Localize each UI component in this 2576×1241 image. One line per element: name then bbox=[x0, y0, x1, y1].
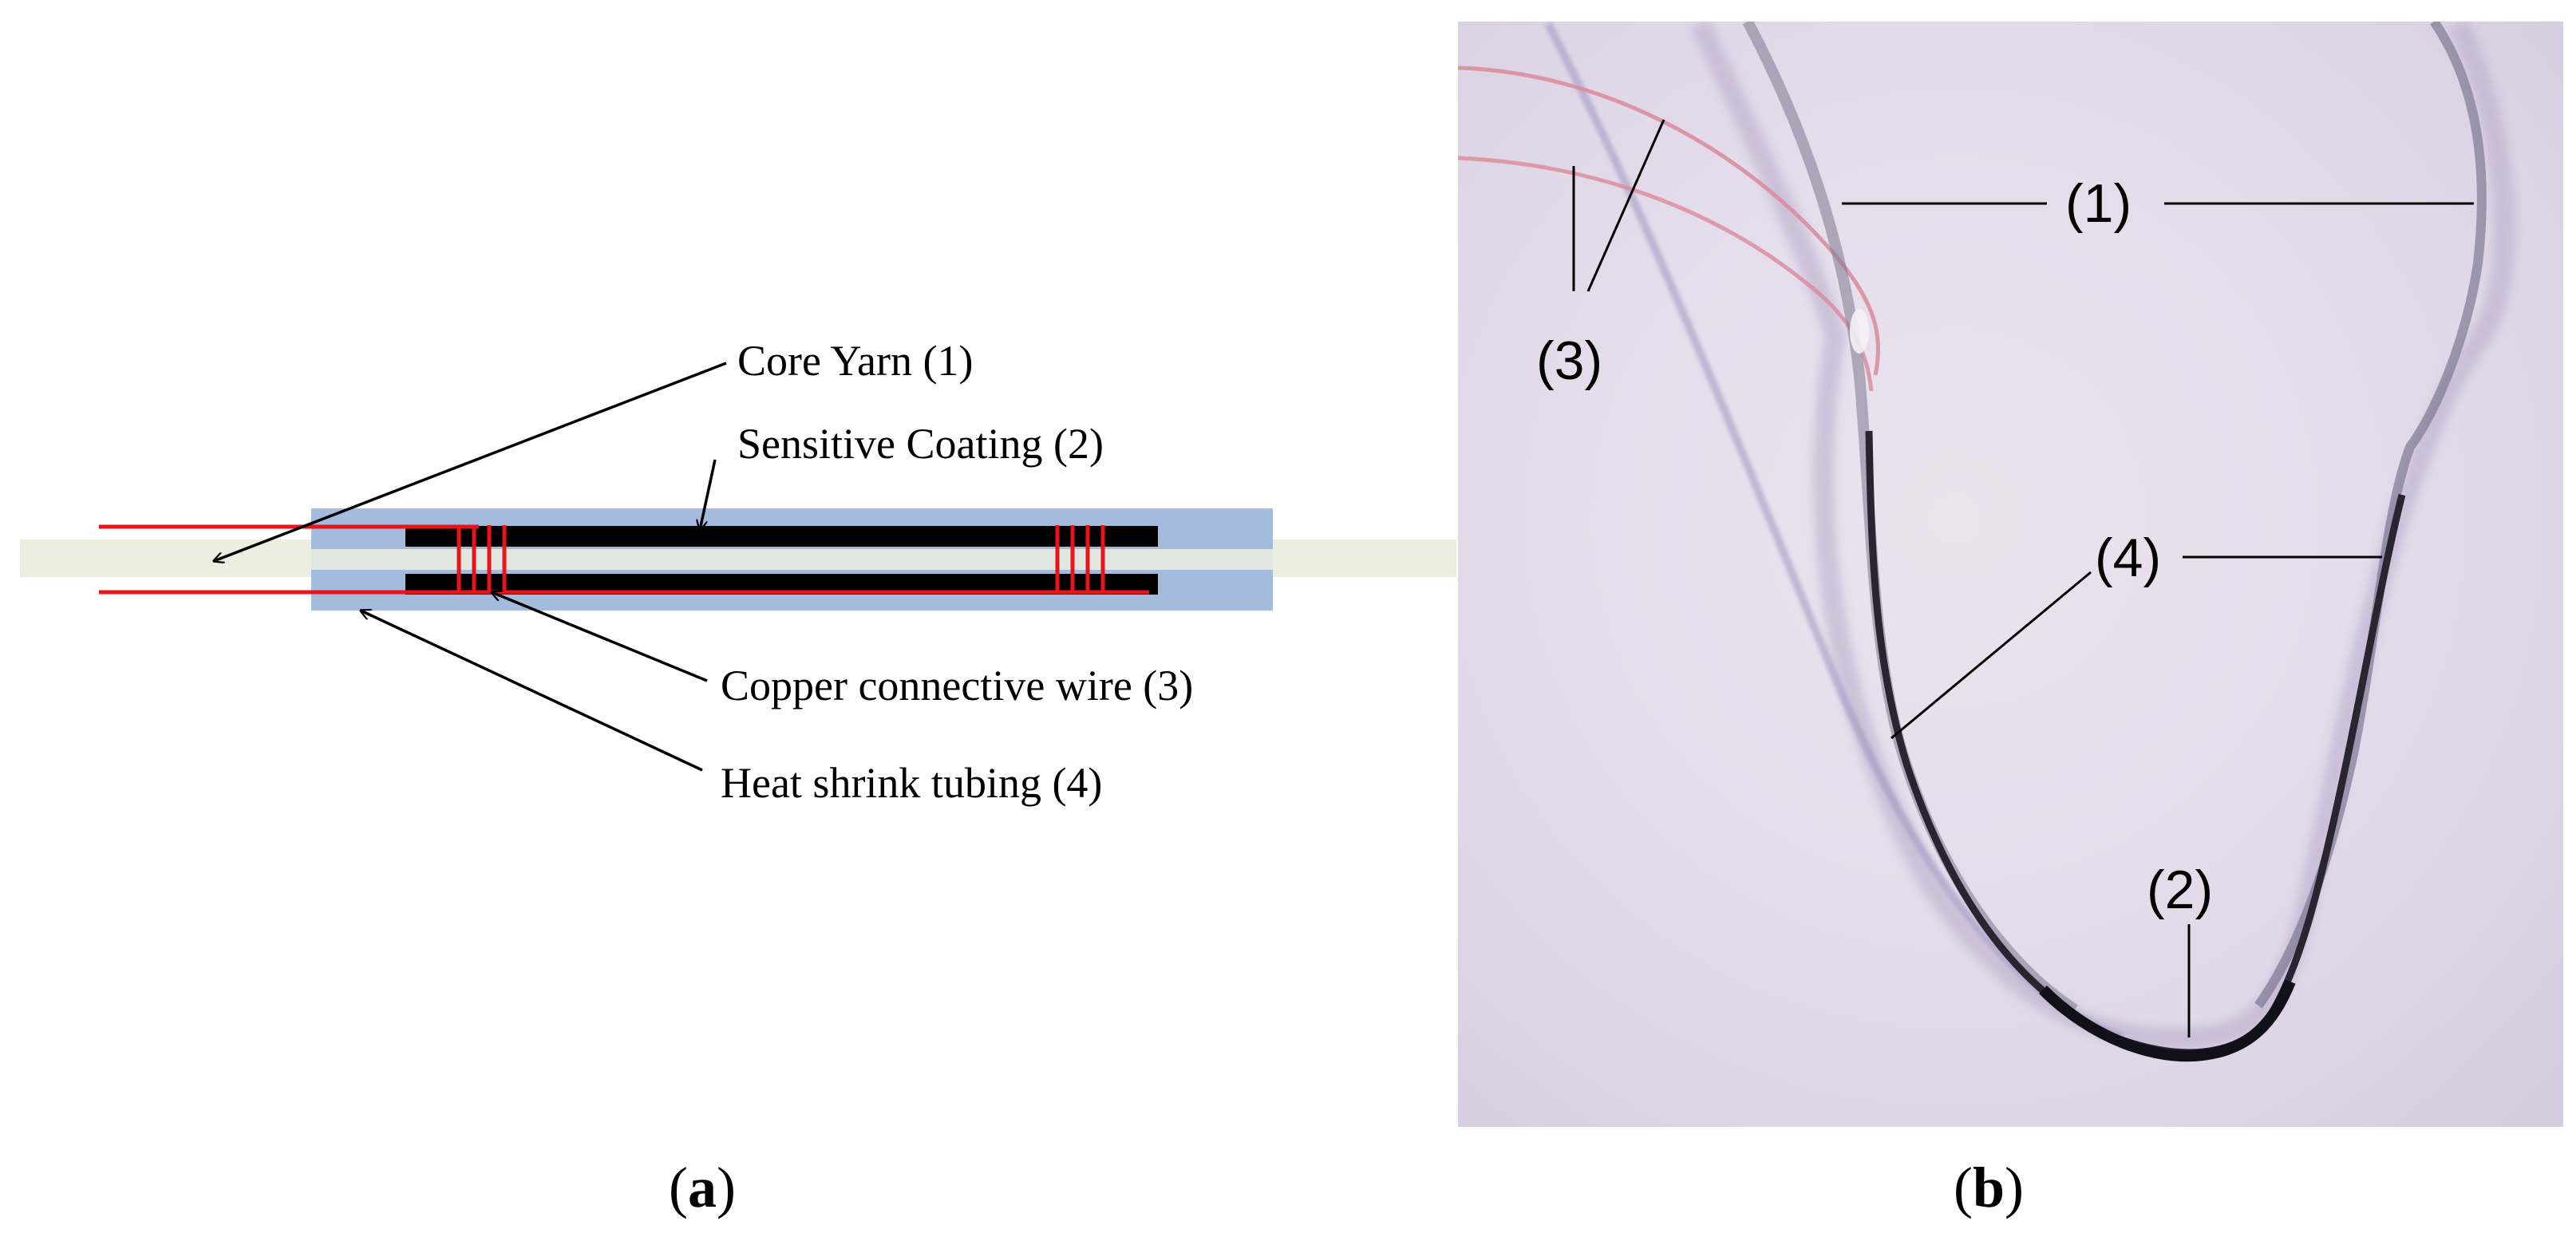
photo-label-4: (4) bbox=[2095, 528, 2161, 588]
arrow-heat-shrink bbox=[361, 611, 703, 772]
copper-winding-left bbox=[456, 525, 507, 593]
label-sensitive-coating: Sensitive Coating (2) bbox=[737, 420, 1104, 468]
core-yarn-inner bbox=[311, 549, 1273, 570]
arrow-copper-wire bbox=[492, 592, 708, 682]
arrow-sensitive-coating bbox=[700, 459, 717, 530]
caption-a: (a) bbox=[669, 1156, 736, 1219]
fiber-core-dark-bottom bbox=[2039, 979, 2296, 1062]
photo-label-1: (1) bbox=[2065, 173, 2132, 234]
label-heat-shrink: Heat shrink tubing (4) bbox=[721, 759, 1102, 807]
fiber-shadow bbox=[1690, 22, 2515, 1049]
photo-label-3: (3) bbox=[1536, 330, 1602, 391]
caption-b: (b) bbox=[1954, 1156, 2024, 1219]
photo-leaders bbox=[1572, 119, 2474, 1037]
photo-panel: (1) (3) (4) (2) bbox=[1458, 22, 2563, 1127]
copper-wire-photo-1 bbox=[1458, 65, 1880, 376]
label-copper-wire: Copper connective wire (3) bbox=[721, 662, 1193, 709]
arrow-core-yarn bbox=[214, 362, 727, 561]
label-core-yarn: Core Yarn (1) bbox=[737, 337, 973, 385]
sensitive-coating-top bbox=[405, 526, 1158, 547]
reflection-highlight bbox=[1850, 309, 1869, 354]
copper-winding-right bbox=[1055, 525, 1105, 593]
schematic-panel: Core Yarn (1) Sensitive Coating (2) Copp… bbox=[20, 337, 1456, 807]
photo-label-2: (2) bbox=[2147, 860, 2213, 920]
